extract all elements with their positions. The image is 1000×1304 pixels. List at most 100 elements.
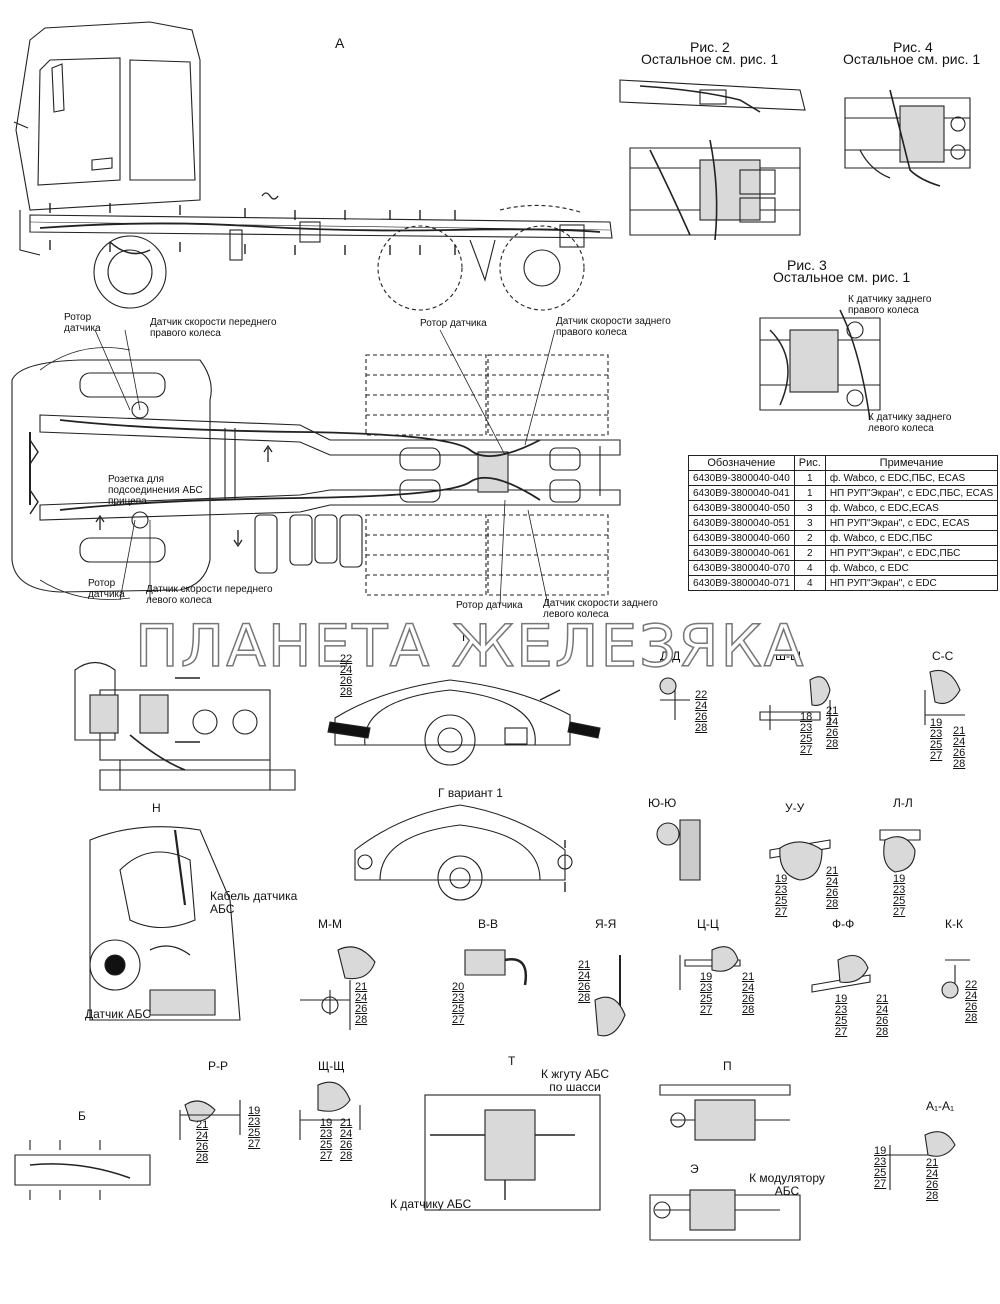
cell-note: НП РУП"Экран", с EDC, ECAS [824, 515, 999, 531]
section-g-variant-title: Г вариант 1 [438, 786, 503, 800]
section-vv-title: В-В [478, 917, 499, 931]
section-g-title: Г [462, 630, 469, 644]
cell-figure: 1 [793, 470, 826, 486]
part-number: 26 [965, 1001, 978, 1013]
part-number: 26 [926, 1179, 939, 1191]
cell-designation: 6430В9-3800040-070 [688, 560, 795, 576]
part-number: 28 [742, 1004, 755, 1016]
section-p-title: П [723, 1059, 732, 1073]
part-number: 28 [340, 1150, 353, 1162]
abs-sensor-callout: Датчик АБС [85, 1007, 151, 1021]
section-cc-title: С-С [932, 649, 954, 663]
cell-note: НП РУП"Экран", с EDC,ПБС [824, 545, 999, 561]
part-number: 23 [800, 722, 813, 734]
section-n-title: Н [152, 801, 161, 815]
part-number: 25 [893, 895, 906, 907]
to-rear-left-callout: К датчику заднего левого колеса [868, 412, 952, 434]
cell-designation: 6430В9-3800040-050 [688, 500, 795, 516]
part-number: 21 [826, 865, 839, 877]
part-number: 22 [965, 979, 978, 991]
header-figure: Рис. [793, 455, 826, 471]
cell-note: ф. Wabco, с EDC,ПБС, ECAS [824, 470, 999, 486]
section-uu-title: У-У [785, 801, 805, 815]
part-number: 19 [874, 1145, 887, 1157]
part-number: 28 [340, 686, 353, 698]
part-number: 23 [320, 1128, 333, 1140]
cell-designation: 6430В9-3800040-040 [688, 470, 795, 486]
part-number: 27 [893, 906, 906, 918]
part-number: 28 [695, 722, 708, 734]
rotor-sensor-callout: Ротор датчика [88, 578, 125, 600]
rear-left-sensor-callout: Датчик скорости заднего левого колеса [543, 598, 658, 620]
part-number: 25 [320, 1139, 333, 1151]
cell-figure: 4 [793, 560, 826, 576]
part-number: 24 [340, 1128, 353, 1140]
part-number: 28 [926, 1190, 939, 1202]
to-modulator-callout: К модулятору АБС [749, 1171, 825, 1198]
trailer-socket-callout: Розетка для подсоединения АБС прицепа [108, 474, 203, 507]
cell-figure: 1 [793, 485, 826, 501]
part-number: 28 [578, 992, 591, 1004]
part-number: 23 [248, 1116, 261, 1128]
part-number: 26 [578, 981, 591, 993]
part-number: 27 [874, 1178, 887, 1190]
cell-figure: 4 [793, 575, 826, 591]
part-number: 23 [452, 992, 465, 1004]
part-number: 21 [742, 971, 755, 983]
header-note: Примечание [824, 455, 999, 471]
section-e-title: Э [690, 1162, 699, 1176]
part-number: 19 [930, 717, 943, 729]
part-number: 28 [355, 1014, 368, 1026]
part-number: 19 [775, 873, 788, 885]
section-yuyu-title: Ю-Ю [648, 796, 677, 810]
part-number: 25 [700, 993, 713, 1005]
section-a1a1-title: А₁-А₁ [926, 1099, 955, 1113]
section-e-view [74, 661, 296, 791]
part-number: 19 [320, 1117, 333, 1129]
part-number: 19 [893, 873, 906, 885]
rotor-sensor-callout: Ротор датчика [456, 600, 523, 611]
cell-designation: 6430В9-3800040-071 [688, 575, 795, 591]
table-header-row: Обозначение Рис. Примечание [688, 455, 999, 471]
section-b-title: Б [78, 1109, 86, 1123]
small-sections [14, 669, 970, 1241]
section-ff-title: Ф-Ф [832, 917, 855, 931]
abs-cable-callout: Кабель датчика АБС [210, 889, 298, 916]
fig2-title: Рис. 2 [690, 39, 730, 55]
part-number: 21 [578, 959, 591, 971]
front-left-sensor-callout: Датчик скорости переднего левого колеса [146, 584, 273, 606]
part-number: 26 [826, 887, 839, 899]
front-right-sensor-callout: Датчик скорости переднего правого колеса [150, 317, 277, 339]
fig4-detail [844, 89, 971, 187]
part-number: 25 [800, 733, 813, 745]
cell-figure: 3 [793, 500, 826, 516]
part-number: 23 [893, 884, 906, 896]
part-number: 24 [965, 990, 978, 1002]
fig4-title: Рис. 4 [893, 39, 933, 55]
part-number: 26 [695, 711, 708, 723]
part-number: 23 [835, 1004, 848, 1016]
part-number: 24 [340, 664, 353, 676]
part-number: 28 [953, 758, 966, 770]
part-number: 21 [876, 993, 889, 1005]
part-number: 23 [775, 884, 788, 896]
fig2-subtitle: Остальное см. рис. 1 [641, 51, 779, 67]
